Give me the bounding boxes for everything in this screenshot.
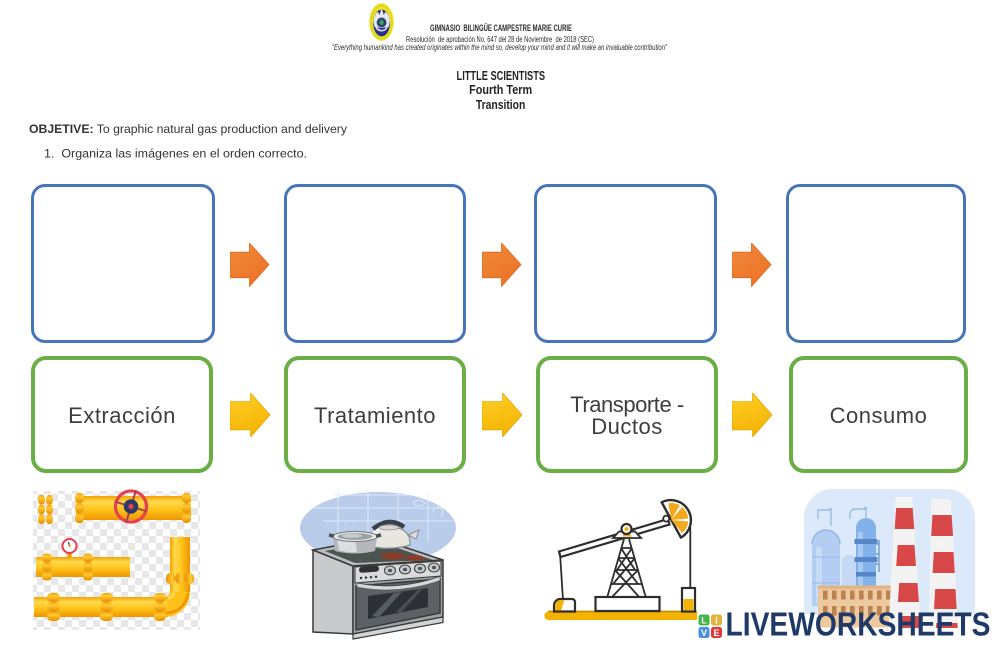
svg-text:Transition: Transition: [476, 97, 526, 112]
svg-text:E: E: [713, 628, 719, 638]
svg-text:GIMNASIO BILINGÜE CAMPESTRE M: GIMNASIO BILINGÜE CAMPESTRE MARIE CURIE: [430, 23, 572, 33]
svg-text:“Everything humankind has crea: “Everything humankind has created origin…: [332, 43, 667, 52]
svg-text:1. Organiza las imágenes en e: 1. Organiza las imágenes en el orden cor…: [44, 146, 307, 160]
svg-text:L: L: [701, 616, 707, 626]
svg-text:LIVEWORKSHEETS: LIVEWORKSHEETS: [726, 606, 991, 643]
svg-text:V: V: [701, 628, 707, 638]
svg-text:Fourth Term: Fourth Term: [469, 82, 532, 97]
svg-text:LITTLE SCIENTISTS: LITTLE SCIENTISTS: [457, 68, 546, 83]
svg-text:I: I: [715, 616, 718, 626]
svg-text:Resolución de aprobación No.: Resolución de aprobación No. 647 del 28 …: [406, 34, 594, 44]
svg-text:OBJETIVE: To graphic natural g: OBJETIVE: To graphic natural gas product…: [29, 122, 348, 136]
